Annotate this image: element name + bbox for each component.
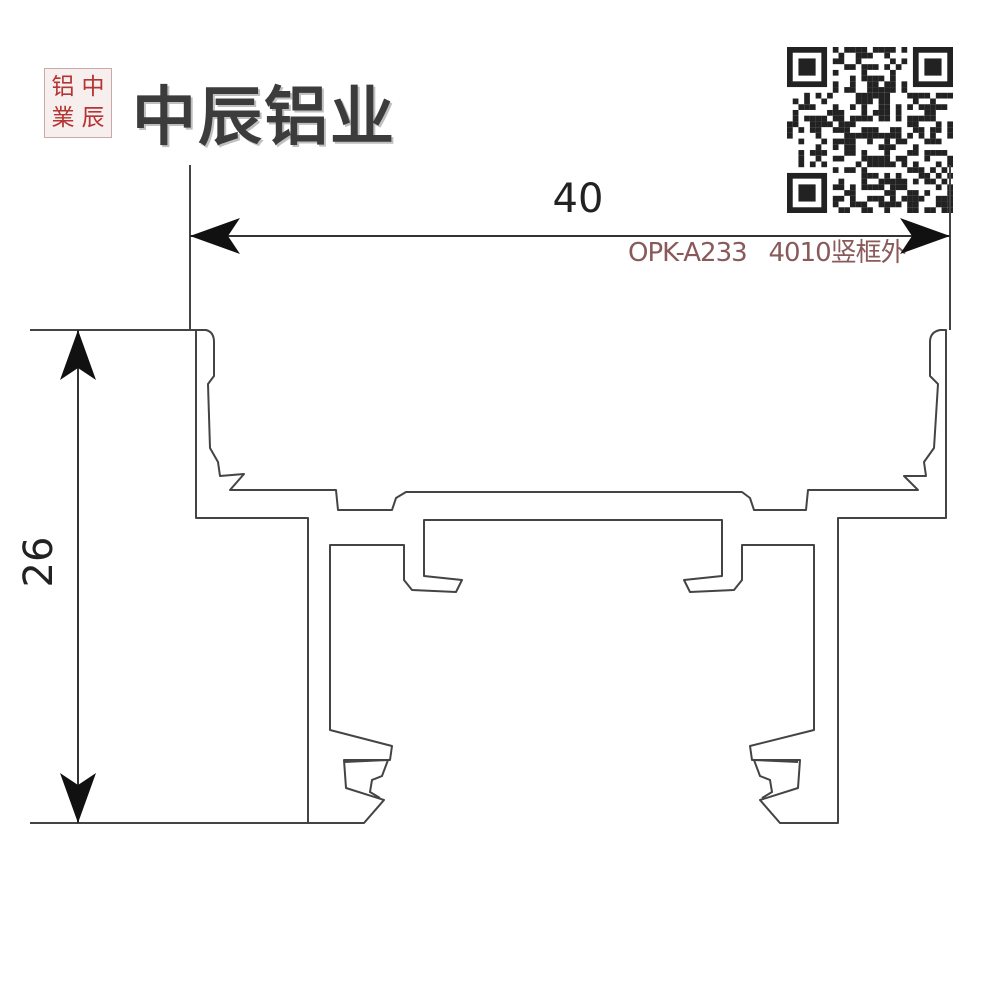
brand-name: 中辰铝业 [132, 81, 396, 155]
height-arrow-top [60, 330, 96, 380]
left-clip-slot [343, 758, 390, 799]
width-arrow-left [190, 218, 240, 254]
logo-seal: 铝 中 業 辰 [44, 68, 112, 138]
right-clip-slot [752, 758, 799, 799]
width-dimension-label: 40 [553, 176, 604, 222]
height-arrow-bottom [60, 773, 96, 823]
seal-char: 辰 [81, 105, 105, 131]
seal-char: 铝 [51, 74, 75, 100]
seal-char: 中 [81, 74, 105, 100]
height-dimension-label: 26 [16, 537, 62, 588]
width-arrow-right [900, 218, 950, 254]
profile-outline-outer [195, 329, 947, 824]
model-label: OPK-A233 4010竖框外 [628, 238, 907, 268]
seal-char: 業 [51, 105, 75, 131]
